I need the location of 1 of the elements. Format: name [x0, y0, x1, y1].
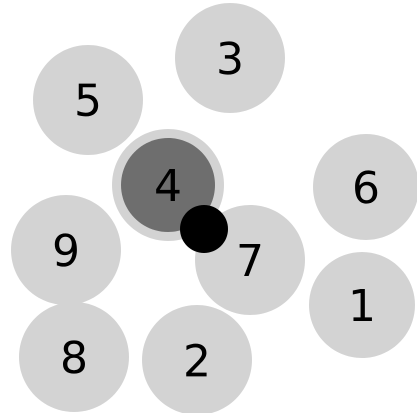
dot	[180, 205, 228, 253]
